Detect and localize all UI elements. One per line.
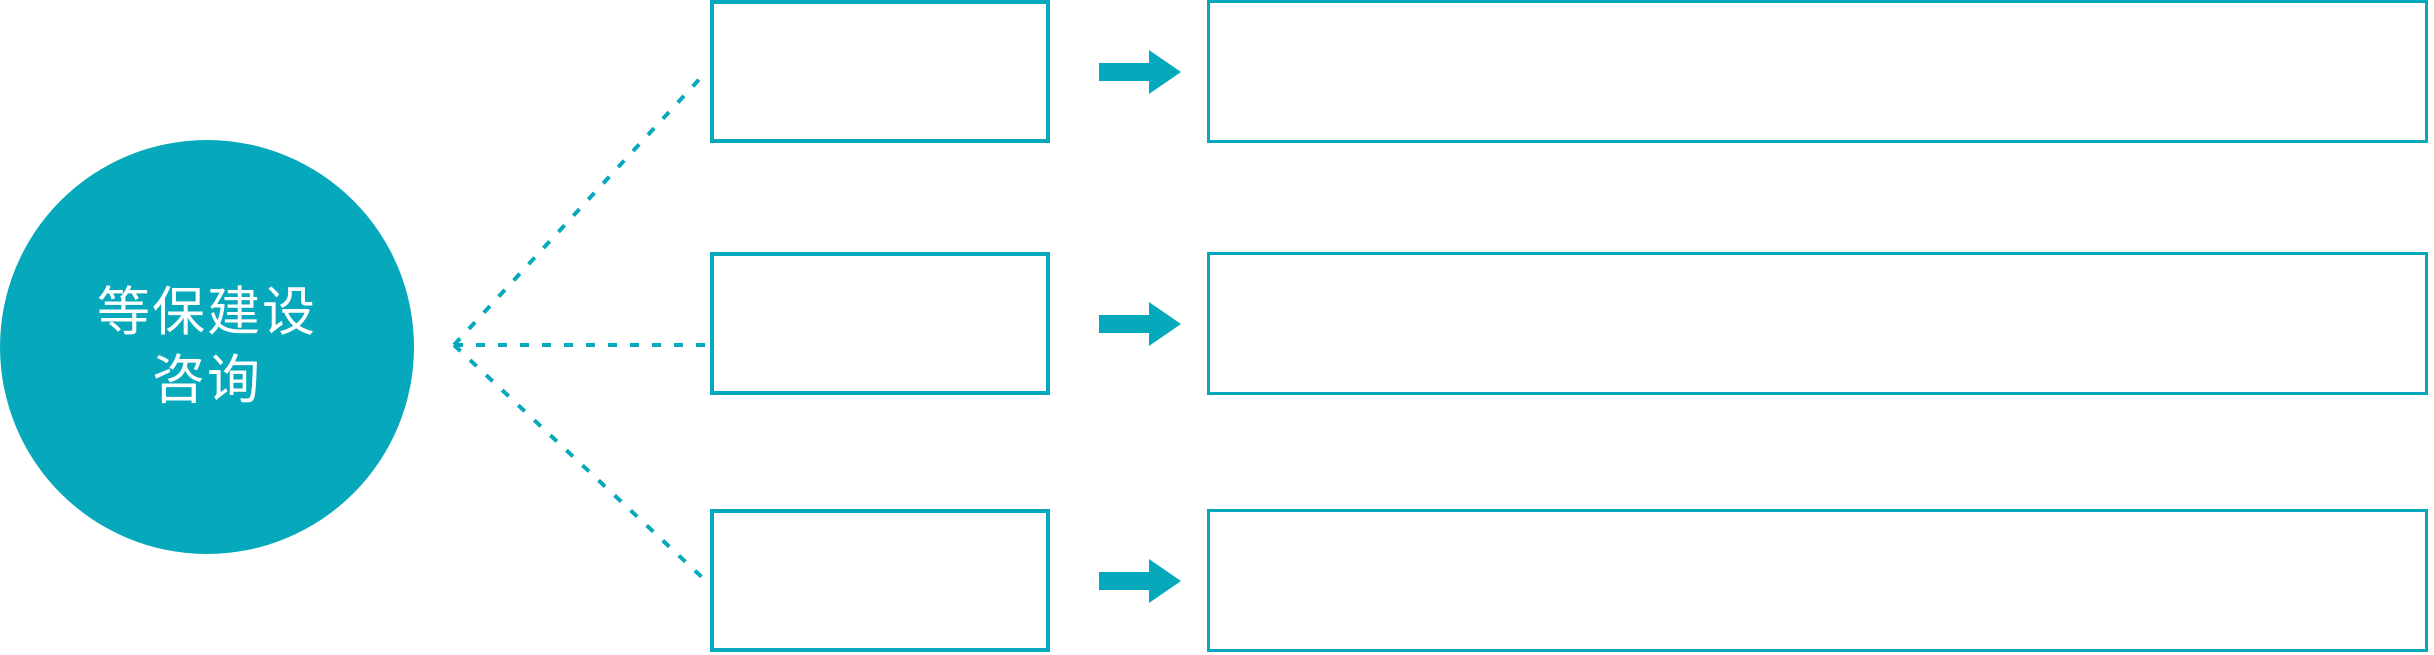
branch-row bbox=[0, 509, 2434, 652]
branch-row bbox=[0, 0, 2434, 143]
right-arrow-icon bbox=[1099, 50, 1181, 94]
hub-label-line-2: 咨询 bbox=[152, 351, 262, 410]
branch-detail-box[interactable] bbox=[1207, 0, 2428, 143]
right-arrow-icon bbox=[1099, 559, 1181, 603]
branch-label-box[interactable] bbox=[710, 252, 1050, 395]
hub-label-line-1: 等保建设 bbox=[97, 283, 317, 343]
hub-circle[interactable]: 等保建设 咨询 bbox=[0, 140, 414, 554]
branch-row bbox=[0, 252, 2434, 395]
branch-detail-box[interactable] bbox=[1207, 509, 2428, 652]
branch-label-box[interactable] bbox=[710, 509, 1050, 652]
branch-detail-box[interactable] bbox=[1207, 252, 2428, 395]
branch-label-box[interactable] bbox=[710, 0, 1050, 143]
right-arrow-icon bbox=[1099, 302, 1181, 346]
